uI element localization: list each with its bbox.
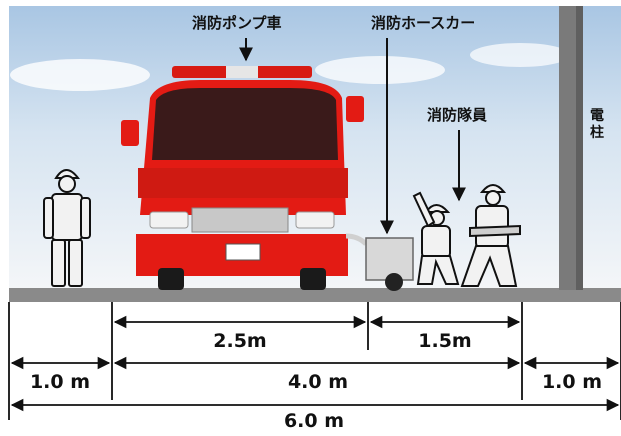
firefighter-standing [43, 169, 91, 287]
firefighters-label: 消防隊員 [427, 106, 488, 124]
firefighter-helmet [54, 169, 81, 179]
left-clearance-dimension: 1.0 m [29, 371, 91, 393]
firefighter-leg-left [51, 239, 66, 287]
hose-cart-wheel [385, 273, 403, 291]
cloud [315, 56, 445, 84]
cloud [470, 43, 570, 67]
firefighter-legs [416, 255, 460, 285]
hose-line [345, 233, 368, 246]
ground [9, 288, 621, 302]
utility-pole-label: 電柱 [590, 108, 604, 141]
truck-length-dimension: 2.5m [213, 330, 267, 352]
pump-truck-label: 消防ポンプ車 [192, 14, 282, 32]
firefighter-arm-right [80, 197, 91, 239]
truck-wheel-right [300, 268, 326, 290]
right-clearance-dimension: 1.0 m [541, 371, 603, 393]
firefighter-with-hose [460, 184, 521, 287]
truck-wheel-left [158, 268, 184, 290]
firefighter-crouching [412, 191, 460, 285]
firefighter-head [58, 175, 76, 193]
firefighter-head [485, 190, 501, 206]
hose-car-label: 消防ホースカー [371, 14, 476, 32]
utility-pole-shade [576, 6, 583, 290]
cloud [10, 59, 150, 91]
truck-headlight-right [295, 211, 335, 229]
firefighter-arm-left [43, 197, 54, 239]
truck-headlight-left [149, 211, 189, 229]
hose-nozzle [469, 224, 521, 238]
total-width-dimension: 6.0 m [283, 410, 345, 432]
callout-arrows [239, 38, 466, 235]
firefighter-helmet [479, 184, 507, 193]
firefighter-torso [51, 193, 83, 241]
truck-windshield [152, 88, 338, 160]
fire-pump-truck [121, 66, 364, 290]
dimension-lines [8, 302, 621, 420]
truck-bumper-band [138, 168, 348, 198]
firefighter-legs [460, 245, 518, 287]
hose-cart-box [365, 237, 414, 281]
truck-license-plate [225, 243, 261, 261]
fire-hose-cart [345, 233, 414, 291]
truck-mirror-left [121, 120, 139, 146]
firefighter-leg-right [68, 239, 83, 287]
truck-grille [191, 207, 289, 233]
truck-light-bar-center [226, 66, 258, 78]
truck-mirror-right [346, 96, 364, 122]
firefighter-torso [421, 225, 451, 259]
hose-area-dimension: 1.5m [418, 330, 472, 352]
firefighter-arm-raised [412, 191, 436, 228]
operating-width-dimension: 4.0 m [287, 371, 349, 393]
